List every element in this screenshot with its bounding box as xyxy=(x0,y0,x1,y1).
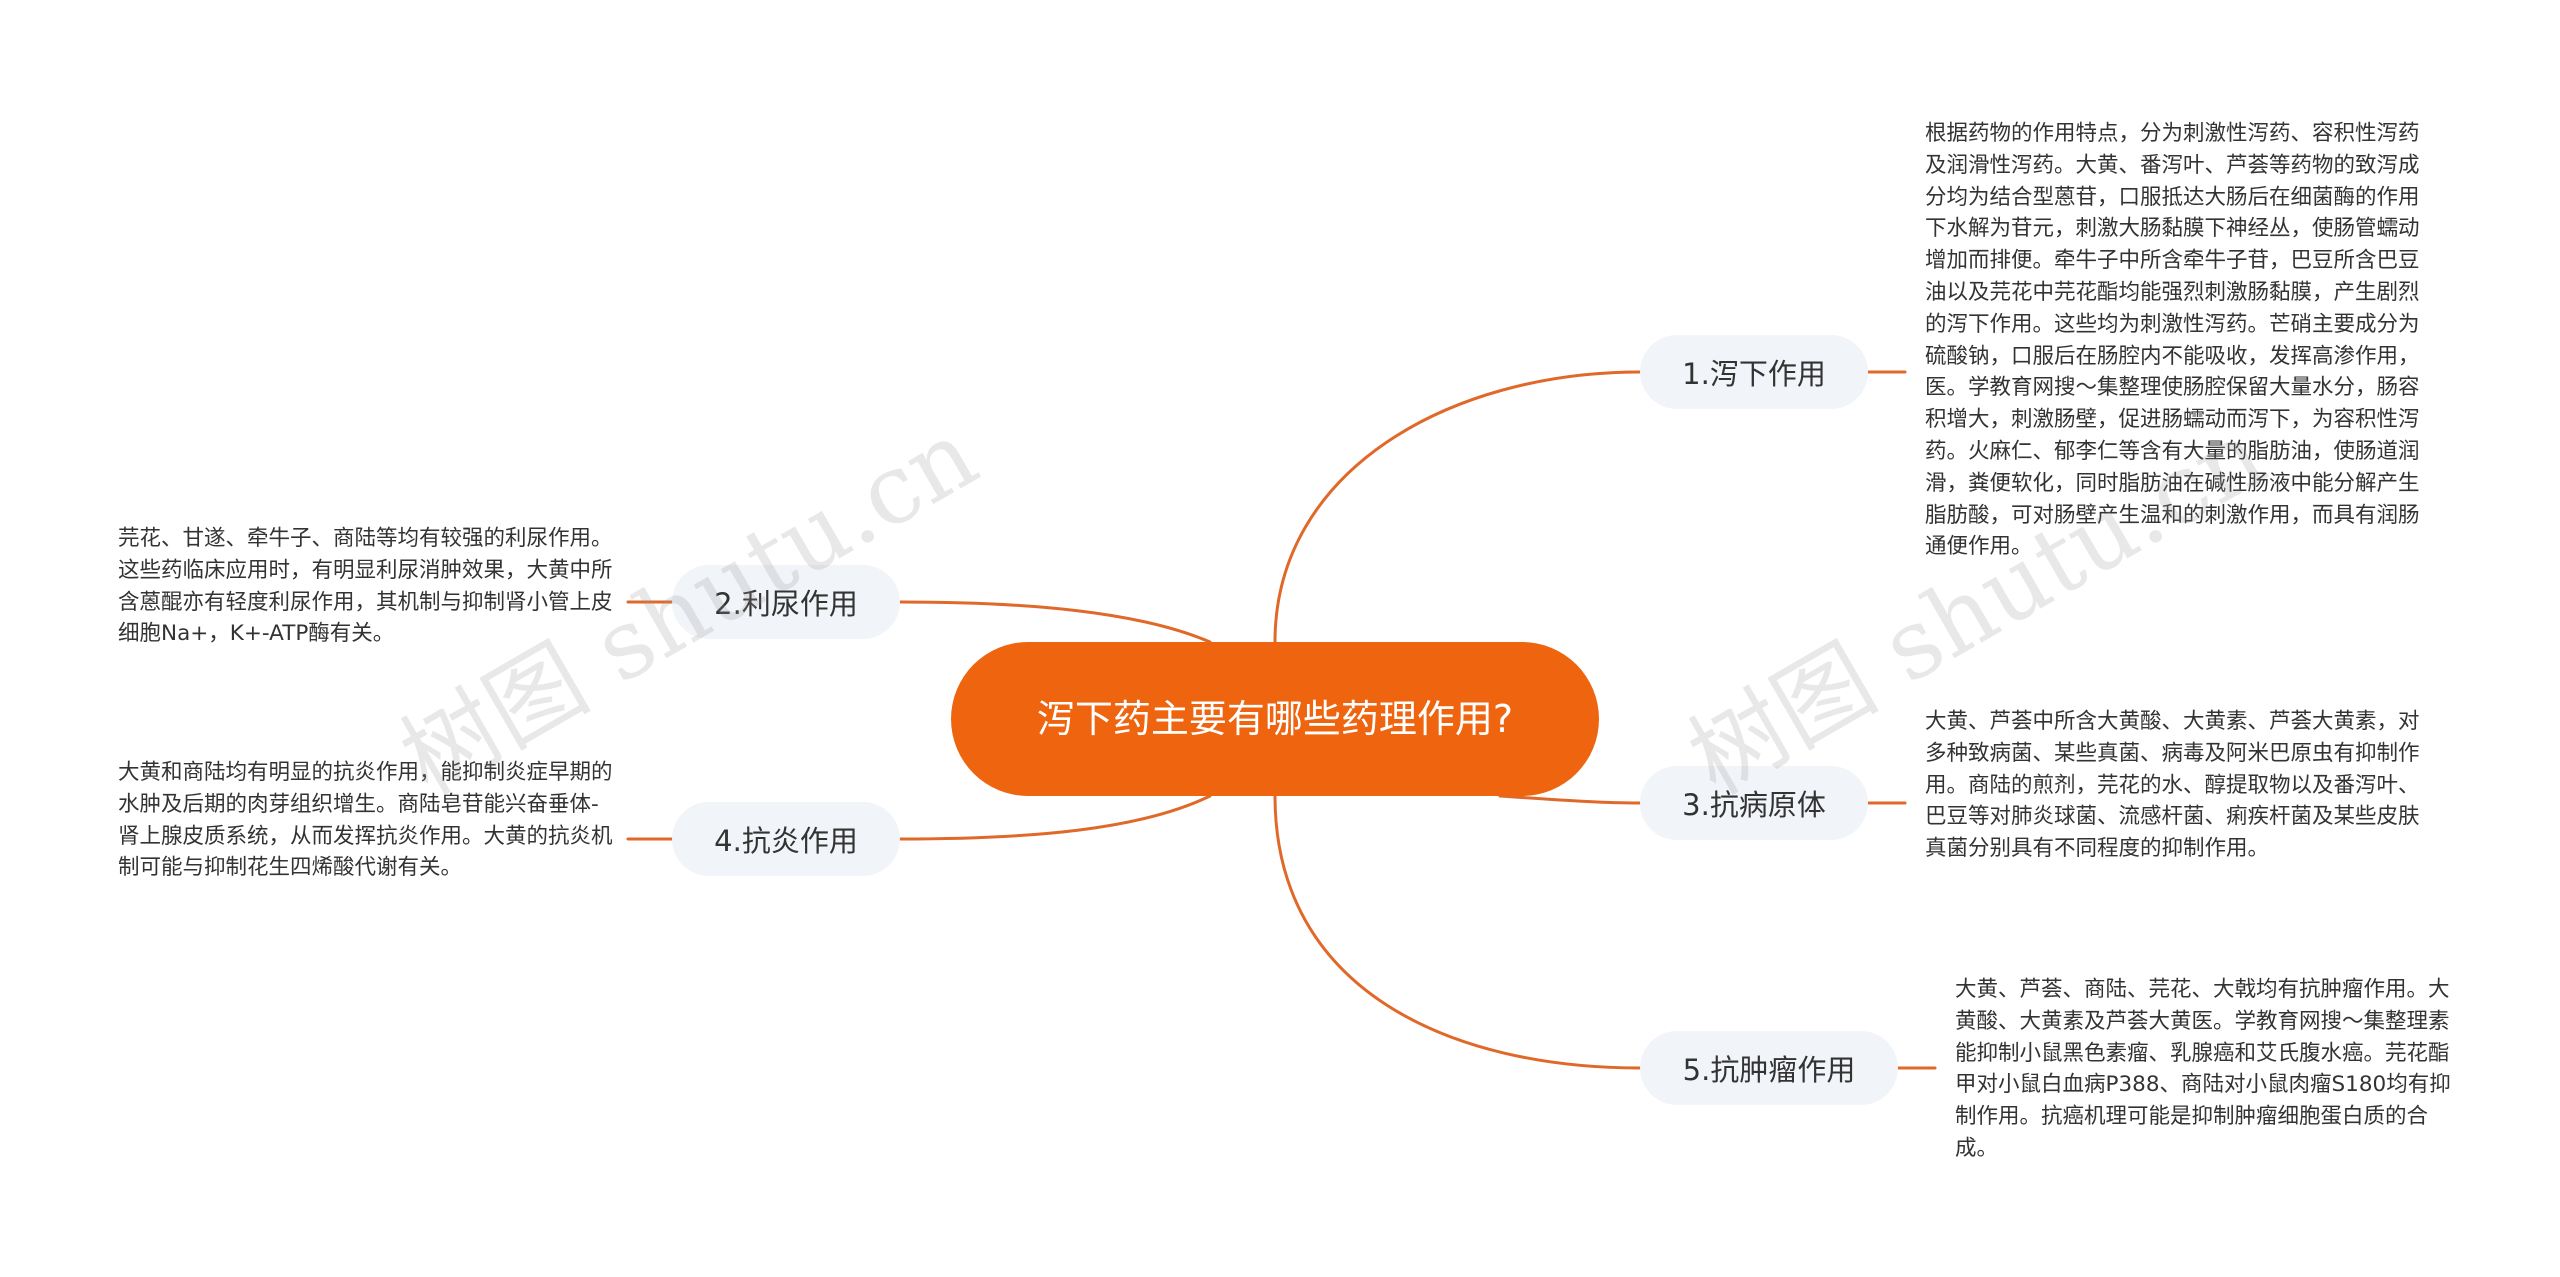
branch-1[interactable]: 1.泻下作用 xyxy=(1640,335,1868,409)
branch-4-detail: 大黄和商陆均有明显的抗炎作用，能抑制炎症早期的水肿及后期的肉芽组织增生。商陆皂苷… xyxy=(118,760,613,881)
branch-4[interactable]: 4.抗炎作用 xyxy=(672,802,900,876)
branch-1-detail: 根据药物的作用特点，分为刺激性泻药、容积性泻药及润滑性泻药。大黄、番泻叶、芦荟等… xyxy=(1925,121,2420,560)
central-topic-label: 泻下药主要有哪些药理作用? xyxy=(1036,697,1514,741)
connector-root-branch-5 xyxy=(1273,794,1642,1070)
branch-2-label: 2.利尿作用 xyxy=(714,587,858,621)
branch-1-label: 1.泻下作用 xyxy=(1682,357,1826,391)
branch-5[interactable]: 5.抗肿瘤作用 xyxy=(1640,1031,1898,1105)
connector-root-branch-1 xyxy=(1273,370,1642,644)
branch-5-detail: 大黄、芦荟、商陆、芫花、大戟均有抗肿瘤作用。大黄酸、大黄素及芦荟大黄医。学教育网… xyxy=(1955,977,2451,1161)
connector-root-branch-3 xyxy=(1498,794,1642,805)
branch-2[interactable]: 2.利尿作用 xyxy=(672,565,900,639)
branch-3-label: 3.抗病原体 xyxy=(1682,788,1826,822)
branch-3-detail: 大黄、芦荟中所含大黄酸、大黄素、芦荟大黄素，对多种致病菌、某些真菌、病毒及阿米巴… xyxy=(1925,709,2420,862)
central-topic[interactable]: 泻下药主要有哪些药理作用? xyxy=(951,642,1599,796)
branch-5-label: 5.抗肿瘤作用 xyxy=(1682,1053,1856,1087)
connector-root-branch-4 xyxy=(898,794,1212,841)
branch-4-label: 4.抗炎作用 xyxy=(714,824,858,858)
connector-root-branch-2 xyxy=(898,600,1212,644)
branch-2-detail: 芫花、甘遂、牵牛子、商陆等均有较强的利尿作用。这些药临床应用时，有明显利尿消肿效… xyxy=(118,526,613,647)
branch-3[interactable]: 3.抗病原体 xyxy=(1640,766,1868,840)
